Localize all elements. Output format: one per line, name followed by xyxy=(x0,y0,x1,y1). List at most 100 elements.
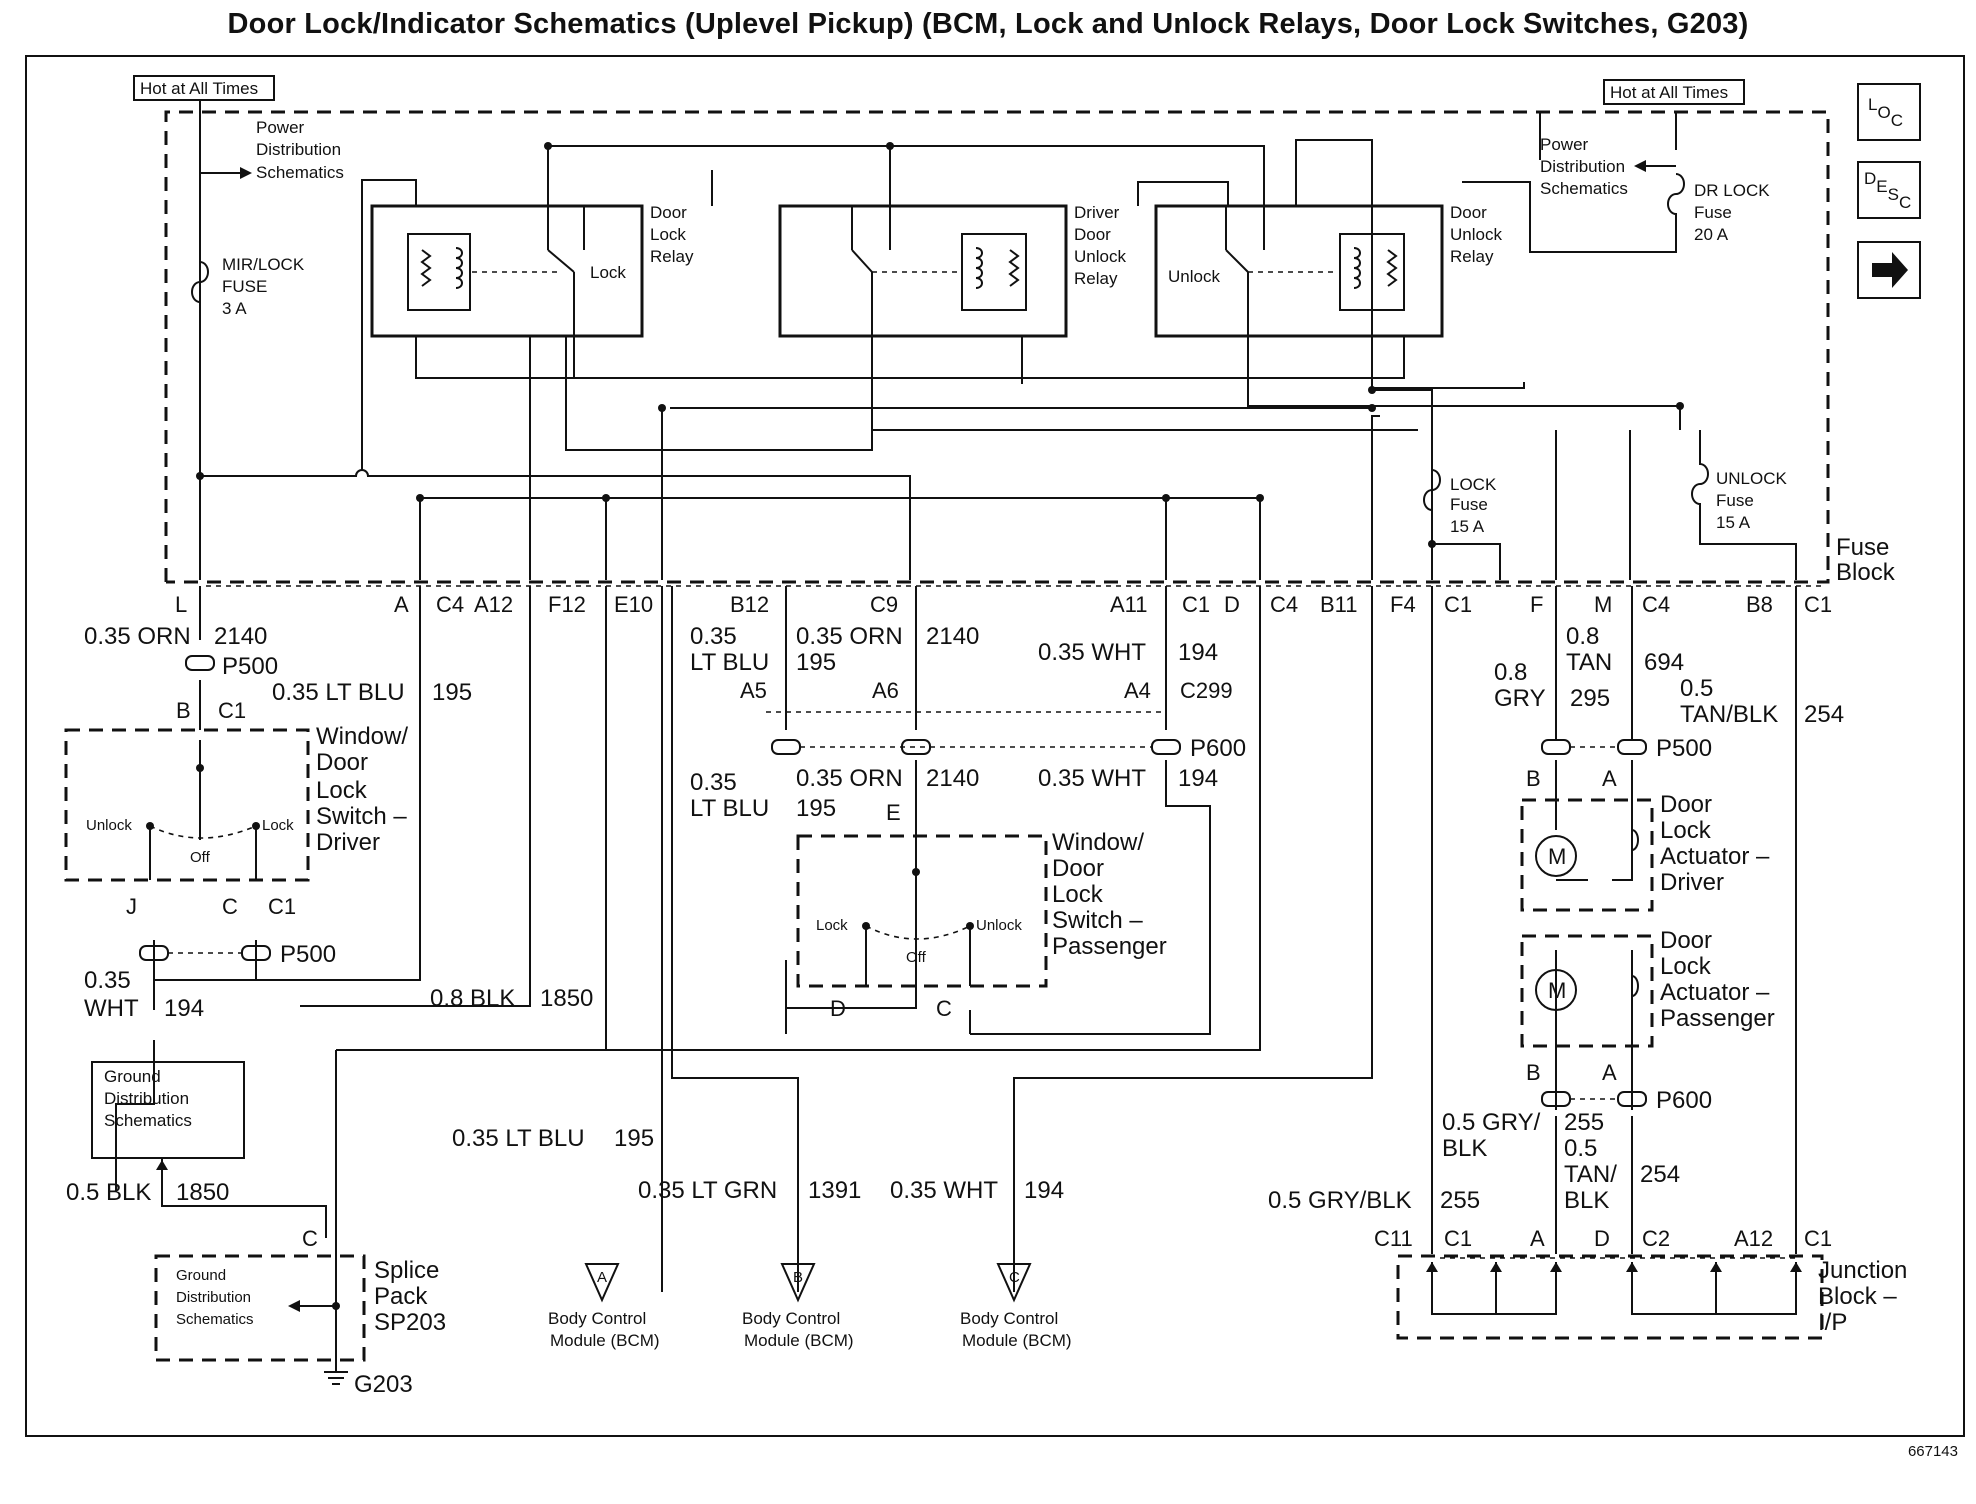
svg-text:A: A xyxy=(1530,1226,1545,1251)
switch-passenger-label-5: Passenger xyxy=(1052,933,1167,960)
splice-label-2: Pack xyxy=(374,1283,428,1310)
wire-label: 0.35 xyxy=(84,967,131,994)
svg-text:C1: C1 xyxy=(1444,592,1472,617)
pin-label: E xyxy=(886,800,901,825)
door-lock-relay-label-2: Lock xyxy=(650,225,686,244)
power-dist-left-2: Distribution xyxy=(256,140,341,159)
page-title: Door Lock/Indicator Schematics (Uplevel … xyxy=(227,8,1749,40)
driver-unlock-relay-label-3: Unlock xyxy=(1074,247,1126,266)
svg-text:C11: C11 xyxy=(1374,1226,1413,1251)
wire-label: 0.35 xyxy=(690,769,737,796)
door-lock-relay: Lock xyxy=(370,204,644,338)
wire-circuit: 195 xyxy=(432,679,472,706)
svg-text:Distribution: Distribution xyxy=(1540,157,1625,176)
fuse-block-pins: L A C4 A12 F12 E10 B12 C9 A11 C1 D C4 B1… xyxy=(175,592,1832,617)
switch-passenger-label: Window/ xyxy=(1052,829,1144,856)
switch-passenger-label-4: Switch – xyxy=(1052,907,1143,934)
door-unlock-relay: Unlock xyxy=(1154,204,1444,338)
svg-text:P500: P500 xyxy=(1656,735,1712,762)
svg-text:Module (BCM): Module (BCM) xyxy=(550,1331,660,1350)
svg-text:Body Control: Body Control xyxy=(742,1309,840,1328)
junction-block xyxy=(1396,1254,1824,1340)
svg-text:M: M xyxy=(1548,844,1566,869)
wire-label-2: BLK xyxy=(1442,1135,1487,1162)
wire-circuit: 195 xyxy=(796,795,836,822)
svg-text:D: D xyxy=(1594,1226,1610,1251)
svg-text:A: A xyxy=(394,592,409,617)
svg-text:C1: C1 xyxy=(1804,1226,1832,1251)
wire-circuit: 255 xyxy=(1440,1187,1480,1214)
svg-text:B8: B8 xyxy=(1746,592,1773,617)
svg-text:Schematics: Schematics xyxy=(176,1311,254,1328)
figure-number: 667143 xyxy=(1908,1443,1958,1460)
svg-text:Power: Power xyxy=(1540,135,1589,154)
svg-text:B11: B11 xyxy=(1320,592,1358,617)
wire-circuit: 1391 xyxy=(808,1177,861,1204)
lock-fuse-label: LOCK xyxy=(1450,475,1497,494)
wire-circuit: 195 xyxy=(614,1125,654,1152)
wire-label: 0.35 LT BLU xyxy=(452,1125,585,1152)
pin-label: A xyxy=(1602,1060,1617,1085)
wire-circuit: 194 xyxy=(1178,639,1218,666)
svg-text:Distribution: Distribution xyxy=(176,1289,251,1306)
wire-label-2: LT BLU xyxy=(690,795,769,822)
desc-button[interactable]: DESC xyxy=(1857,161,1921,219)
wire-label: 0.35 ORN xyxy=(84,623,191,650)
wire-label: 0.8 BLK xyxy=(430,985,515,1012)
switch-driver-label-2: Door xyxy=(316,749,368,776)
wire-label: 0.8 xyxy=(1566,623,1599,650)
relay-lock-label: Lock xyxy=(590,263,626,282)
driver-unlock-relay-label-4: Relay xyxy=(1074,269,1118,288)
bcm-connector-c: C Body Control Module (BCM) xyxy=(960,1263,1072,1350)
pin-label: C xyxy=(302,1226,318,1251)
loc-button[interactable]: LOC xyxy=(1857,83,1921,141)
svg-text:M: M xyxy=(1594,592,1612,617)
svg-text:C9: C9 xyxy=(870,592,898,617)
svg-text:Body Control: Body Control xyxy=(548,1309,646,1328)
actuator-passenger-label-2: Lock xyxy=(1660,953,1712,980)
svg-text:F: F xyxy=(1530,592,1543,617)
wire-circuit: 195 xyxy=(796,649,836,676)
desc-icon: DESC xyxy=(1864,169,1911,212)
passenger-door-lock-switch: Lock Unlock Off xyxy=(796,834,1048,988)
svg-text:Module (BCM): Module (BCM) xyxy=(962,1331,1072,1350)
switch-passenger-label-2: Door xyxy=(1052,855,1104,882)
actuator-driver-label-2: Lock xyxy=(1660,817,1712,844)
wire-label: 0.5 xyxy=(1564,1135,1597,1162)
next-page-button[interactable] xyxy=(1857,241,1921,299)
door-lock-relay-label: Door xyxy=(650,203,687,222)
wire-label: 0.35 ORN xyxy=(796,623,903,650)
svg-text:A12: A12 xyxy=(474,592,513,617)
wire-label: 0.35 WHT xyxy=(890,1177,998,1204)
driver-door-lock-switch: Unlock Lock Off xyxy=(64,728,310,882)
switch-driver-label-5: Driver xyxy=(316,829,380,856)
svg-text:C1: C1 xyxy=(1444,1226,1472,1251)
driver-door-unlock-relay xyxy=(778,204,1068,338)
actuator-driver-label-4: Driver xyxy=(1660,869,1724,896)
wire-label: 0.35 ORN xyxy=(796,765,903,792)
switch-driver-label-3: Lock xyxy=(316,777,368,804)
wire-circuit: 194 xyxy=(164,995,204,1022)
wire-label: 0.35 WHT xyxy=(1038,639,1146,666)
actuator-passenger-label-3: Actuator – xyxy=(1660,979,1770,1006)
pin-label: A4 xyxy=(1124,678,1151,703)
svg-text:B12: B12 xyxy=(730,592,769,617)
svg-text:C1: C1 xyxy=(1182,592,1210,617)
door-unlock-relay-label: Door xyxy=(1450,203,1487,222)
svg-text:F4: F4 xyxy=(1390,592,1416,617)
diagram-frame xyxy=(25,55,1965,1437)
unlock-fuse-rating: 15 A xyxy=(1716,513,1751,532)
svg-text:Unlock: Unlock xyxy=(976,917,1022,934)
wire-circuit: 2140 xyxy=(926,765,979,792)
svg-text:P600: P600 xyxy=(1656,1087,1712,1114)
wire-label: 0.35 WHT xyxy=(1038,765,1146,792)
svg-text:G203: G203 xyxy=(354,1371,413,1398)
svg-text:L: L xyxy=(175,592,187,617)
wire-circuit: 255 xyxy=(1564,1109,1604,1136)
wire-circuit: 1850 xyxy=(176,1179,229,1206)
wire-label-2: LT BLU xyxy=(690,649,769,676)
pin-label: C1 xyxy=(268,894,296,919)
svg-text:Body Control: Body Control xyxy=(960,1309,1058,1328)
relay-unlock-label: Unlock xyxy=(1168,267,1220,286)
junction-block-label: Junction xyxy=(1818,1257,1907,1284)
